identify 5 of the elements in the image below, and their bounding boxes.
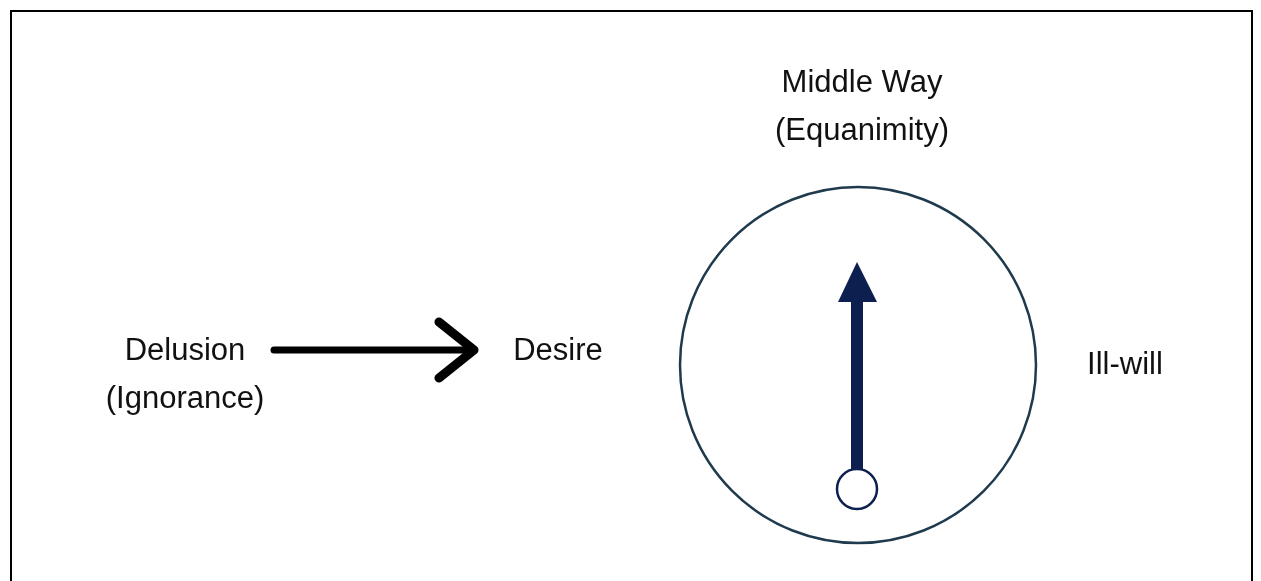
arrow [270, 317, 479, 383]
gauge-label: Ill-will [1086, 345, 1164, 383]
node-text: Desire [478, 326, 638, 374]
gauge-label: Middle Way (Equanimity) [774, 63, 950, 149]
node-text: Delusion (Ignorance) [100, 326, 270, 422]
